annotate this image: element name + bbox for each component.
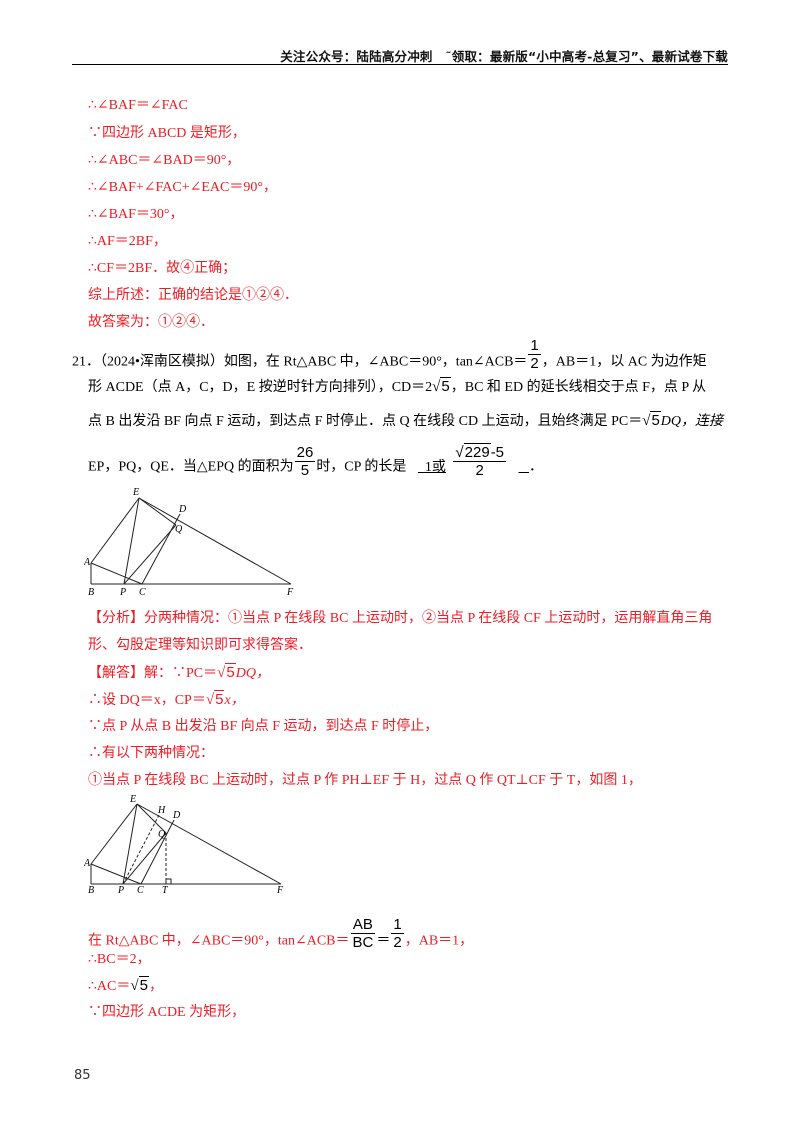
sqrt-5: √5: [642, 411, 661, 429]
label-A: A: [84, 858, 91, 869]
geometry-figure-1: E H D Q A B P C T F: [84, 794, 284, 896]
solution-line: 故答案为：①②④．: [88, 315, 214, 330]
label-C: C: [139, 587, 146, 596]
solution-line-3: ∵点 P 从点 B 出发沿 BF 向点 F 运动，到达点 F 时停止，: [88, 719, 439, 734]
solution-line-7: ∴BC＝2，: [88, 952, 151, 967]
label-P: P: [119, 587, 126, 596]
solution-line: ∵四边形 ABCD 是矩形，: [88, 126, 246, 141]
label-B: B: [88, 885, 94, 896]
answer-blank: 1或: [424, 459, 446, 475]
question-line-1: 21．（2024•浑南区模拟）如图，在 Rt△ABC 中，∠ABC＝90°，ta…: [72, 337, 707, 380]
analysis-line-1: 【分析】分两种情况：①当点 P 在线段 BC 上运动时，②当点 P 在线段 CF…: [88, 611, 713, 626]
solution-line: 综上所述：正确的结论是①②④．: [88, 288, 298, 303]
analysis-tag: 【分析】: [88, 611, 144, 626]
question-text: 点 B 出发沿 BF 向点 F 运动，到达点 F 时停止．点 Q 在线段 CD …: [88, 414, 643, 429]
solution-line-9: ∵四边形 ACDE 为矩形，: [88, 1005, 246, 1020]
question-text: 时，CP 的长是: [316, 459, 407, 475]
label-Q: Q: [175, 524, 183, 535]
label-F: F: [286, 587, 294, 596]
page-number: 85: [74, 1068, 91, 1083]
page-header: 关注公众号：陆陆高分冲刺 ˜领取：最新版“小中高考-总复习”、最新试卷下载: [72, 44, 728, 65]
label-C: C: [137, 885, 144, 896]
solution-line: ∴AF＝2BF，: [88, 234, 167, 249]
question-source: （2024•浑南区模拟）: [100, 354, 224, 370]
label-H: H: [157, 805, 166, 816]
solution-line-2: ∴设 DQ＝x，CP＝√5x，: [88, 690, 245, 708]
question-text: 如图，在 Rt△ABC 中，∠ABC＝90°，tan∠ACB＝: [223, 354, 528, 370]
label-A: A: [84, 557, 91, 568]
label-D: D: [178, 504, 187, 515]
sqrt-5: √5: [432, 377, 451, 395]
label-E: E: [129, 794, 136, 805]
solution-line: ∴∠BAF＝30°，: [88, 207, 184, 222]
question-line-2: 形 ACDE（点 A，C，D，E 按逆时针方向排列），CD＝2√5，BC 和 E…: [88, 377, 707, 397]
question-text: ，BC 和 ED 的延长线相交于点 F，点 P 从: [450, 380, 707, 395]
solution-line-1: 【解答】解：∵PC＝√5DQ，: [88, 663, 270, 681]
question-number: 21．: [72, 354, 100, 370]
solution-line: ∴∠ABC＝∠BAD＝90°，: [88, 153, 241, 168]
question-line-3: 点 B 出发沿 BF 向点 F 运动，到达点 F 时停止．点 Q 在线段 CD …: [88, 411, 724, 431]
solution-line: ∴∠BAF+∠FAC+∠EAC＝90°，: [88, 180, 277, 195]
geometry-figure-main: E D Q A B P C F: [84, 487, 294, 596]
question-text: EP，PQ，QE．当△EPQ 的面积为: [88, 459, 294, 475]
solution-line-5: ①当点 P 在线段 BC 上运动时，过点 P 作 PH⊥EF 于 H，过点 Q …: [88, 773, 642, 788]
solution-line: ∴∠BAF＝∠FAC: [88, 98, 188, 113]
solution-line-8: ∴AC＝√5，: [88, 976, 163, 994]
label-D: D: [172, 810, 181, 821]
label-F: F: [276, 885, 284, 896]
analysis-line-2: 形、勾股定理等知识即可求得答案．: [88, 638, 312, 653]
label-P: P: [117, 885, 124, 896]
answer-blank-tail: [519, 460, 530, 475]
label-T: T: [162, 885, 169, 896]
header-text: 关注公众号：陆陆高分冲刺 ˜领取：最新版“小中高考-总复习”、最新试卷下载: [280, 49, 728, 64]
label-B: B: [88, 587, 94, 596]
label-Q: Q: [158, 829, 166, 840]
question-text: ，AB＝1，以 AC 为边作矩: [541, 354, 707, 370]
label-E: E: [132, 487, 139, 498]
solution-line: ∴CF＝2BF．故④正确；: [88, 261, 237, 276]
solution-tag: 【解答】: [88, 666, 144, 681]
question-text: DQ，连接: [660, 414, 724, 429]
solution-line-4: ∴有以下两种情况：: [88, 746, 214, 761]
question-text: 形 ACDE（点 A，C，D，E 按逆时针方向排列），CD＝2: [88, 380, 433, 395]
